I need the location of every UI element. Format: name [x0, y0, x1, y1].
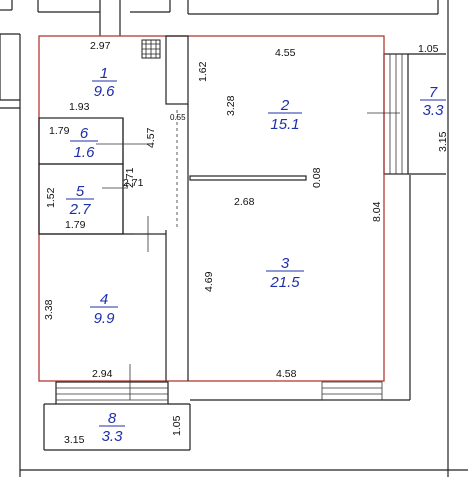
dim-0-55: 0.55 [170, 113, 186, 122]
dim-1-05-bottom: 1.05 [171, 415, 183, 436]
dim-0-08: 0.08 [311, 167, 323, 188]
room-3-label: 3 21.5 [266, 255, 304, 291]
room-8-label: 8 3.3 [99, 410, 125, 445]
room-number: 2 [280, 97, 290, 114]
dim-3-38: 3.38 [43, 299, 55, 320]
dim-2-94: 2.94 [92, 368, 113, 380]
room-area: 15.1 [270, 116, 299, 133]
dim-2-68: 2.68 [234, 196, 255, 208]
room-area: 9.9 [94, 310, 116, 327]
room-number: 5 [76, 183, 85, 200]
dim-8-04: 8.04 [371, 201, 383, 222]
room-number: 4 [100, 291, 108, 308]
dim-4-55: 4.55 [275, 47, 296, 59]
room-area: 1.6 [74, 144, 96, 161]
room-2-label: 2 15.1 [268, 97, 302, 133]
room-number: 1 [100, 65, 108, 82]
room-area: 3.3 [102, 428, 124, 445]
dim-2-71-b: 2.71 [123, 177, 144, 189]
dim-4-57: 4.57 [145, 127, 157, 148]
room-7-label: 7 3.3 [420, 84, 446, 119]
room-1-label: 1 9.6 [92, 65, 117, 100]
dim-1-52: 1.52 [45, 187, 57, 208]
room-area: 2.7 [69, 201, 92, 218]
room-number: 7 [429, 84, 438, 101]
room-number: 6 [80, 125, 89, 142]
apartment-outline [38, 35, 385, 382]
dim-1-05-top: 1.05 [418, 43, 439, 55]
dim-3-15-bottom: 3.15 [64, 434, 85, 446]
room-number: 3 [281, 255, 290, 272]
dimension-labels: 2.97 4.55 1.05 1.62 3.28 1.93 0.55 4.57 … [43, 40, 449, 446]
dim-2-71-a: 2.71 [124, 167, 136, 188]
dim-3-15-right: 3.15 [437, 131, 449, 152]
dim-1-93: 1.93 [69, 101, 90, 113]
dim-4-69: 4.69 [203, 271, 215, 292]
room-area: 3.3 [423, 102, 445, 119]
dim-3-28: 3.28 [225, 95, 237, 116]
dim-2-97: 2.97 [90, 40, 111, 52]
room-area: 9.6 [94, 83, 116, 100]
dim-4-58: 4.58 [276, 368, 297, 380]
dim-1-62: 1.62 [197, 61, 209, 82]
dim-1-79-a: 1.79 [49, 125, 70, 137]
stove-icon [141, 39, 161, 59]
interior-walls [38, 35, 400, 400]
dim-1-79-b: 1.79 [65, 219, 86, 231]
window-bottom-right [321, 381, 383, 401]
room-6-label: 6 1.6 [70, 125, 98, 161]
room-5-label: 5 2.7 [66, 183, 94, 218]
balcony-7 [383, 53, 446, 175]
balcony-8 [43, 381, 191, 451]
room-4-label: 4 9.9 [90, 291, 118, 327]
room-area: 21.5 [269, 274, 300, 291]
room-number: 8 [108, 410, 117, 427]
